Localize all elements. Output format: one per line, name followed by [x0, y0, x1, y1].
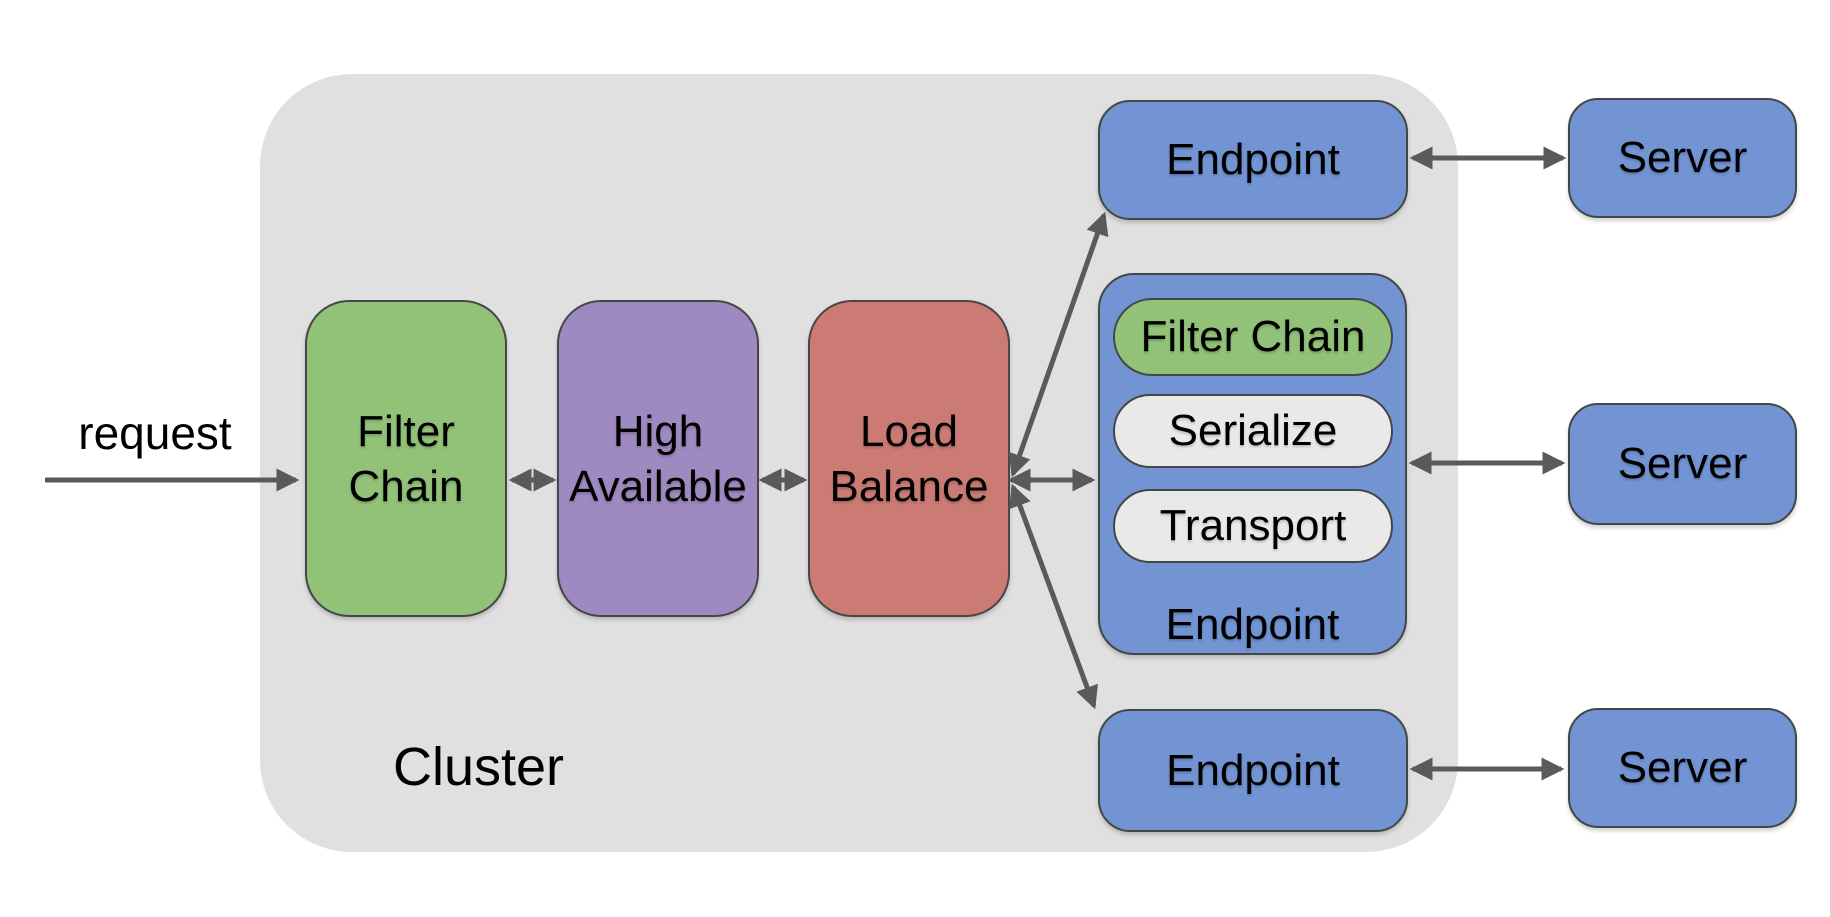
layer-filter-chain: Filter Chain [1113, 298, 1393, 376]
node-filter-chain: Filter Chain [305, 300, 507, 617]
endpoint-bottom: Endpoint [1098, 709, 1408, 832]
server-middle-label: Server [1617, 439, 1748, 488]
layer-serialize-label: Serialize [1168, 406, 1338, 455]
server-top-label: Server [1617, 133, 1748, 182]
node-high-available-label: High Available [569, 406, 747, 511]
server-middle: Server [1568, 403, 1797, 525]
endpoint-middle-label: Endpoint [1165, 600, 1340, 649]
server-top: Server [1568, 98, 1797, 218]
layer-transport: Transport [1113, 489, 1393, 563]
layer-serialize: Serialize [1113, 394, 1393, 468]
endpoint-top: Endpoint [1098, 100, 1408, 220]
endpoint-top-label: Endpoint [1166, 135, 1340, 184]
layer-transport-label: Transport [1159, 501, 1347, 550]
cluster-label: Cluster [393, 737, 565, 797]
node-load-balance: Load Balance [808, 300, 1010, 617]
node-filter-chain-label: Filter Chain [348, 406, 464, 511]
request-label: request [78, 407, 232, 459]
layer-filter-chain-label: Filter Chain [1140, 312, 1366, 361]
server-bottom: Server [1568, 708, 1797, 828]
node-high-available: High Available [557, 300, 759, 617]
node-load-balance-label: Load Balance [829, 406, 989, 511]
endpoint-bottom-label: Endpoint [1166, 745, 1340, 795]
server-bottom-label: Server [1617, 743, 1748, 792]
endpoint-middle-detailed: Filter Chain Serialize Transport Endpoin… [1098, 273, 1407, 655]
